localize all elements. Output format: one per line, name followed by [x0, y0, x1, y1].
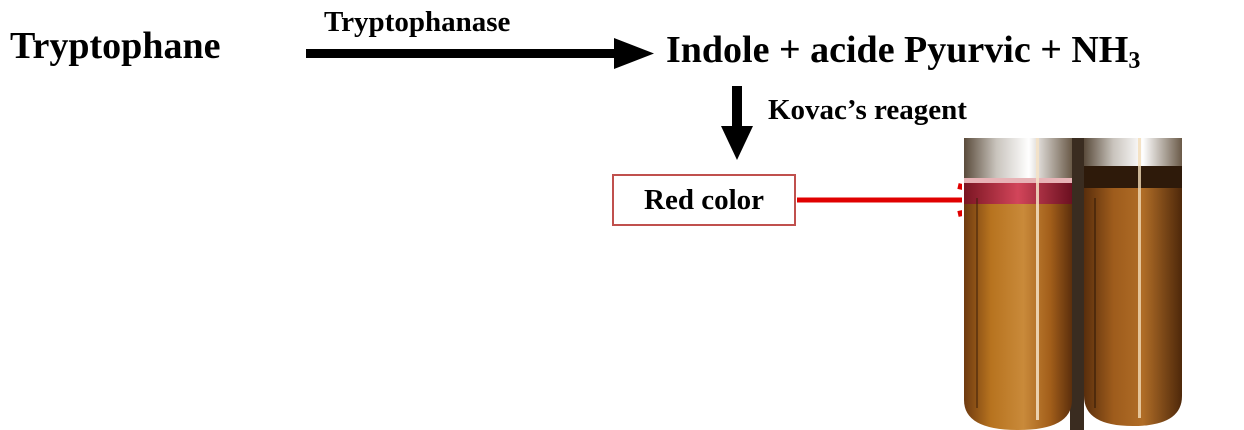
reaction-arrow [306, 38, 654, 69]
products-subscript: 3 [1128, 48, 1141, 74]
reagent-label: Kovac’s reagent [768, 94, 967, 126]
products-text: Indole + acide Pyurvic + NH [666, 29, 1129, 71]
substrate-label: Tryptophane [10, 25, 221, 67]
negative-tube [1084, 138, 1182, 426]
positive-tube [964, 138, 1072, 430]
result-box: Red color [612, 174, 796, 226]
enzyme-label: Tryptophanase [324, 6, 511, 38]
reagent-down-arrow [721, 86, 753, 160]
test-tubes-photo [962, 138, 1184, 430]
products-label: Indole + acide Pyurvic + NH3 [666, 28, 1140, 75]
result-label: Red color [644, 184, 764, 216]
